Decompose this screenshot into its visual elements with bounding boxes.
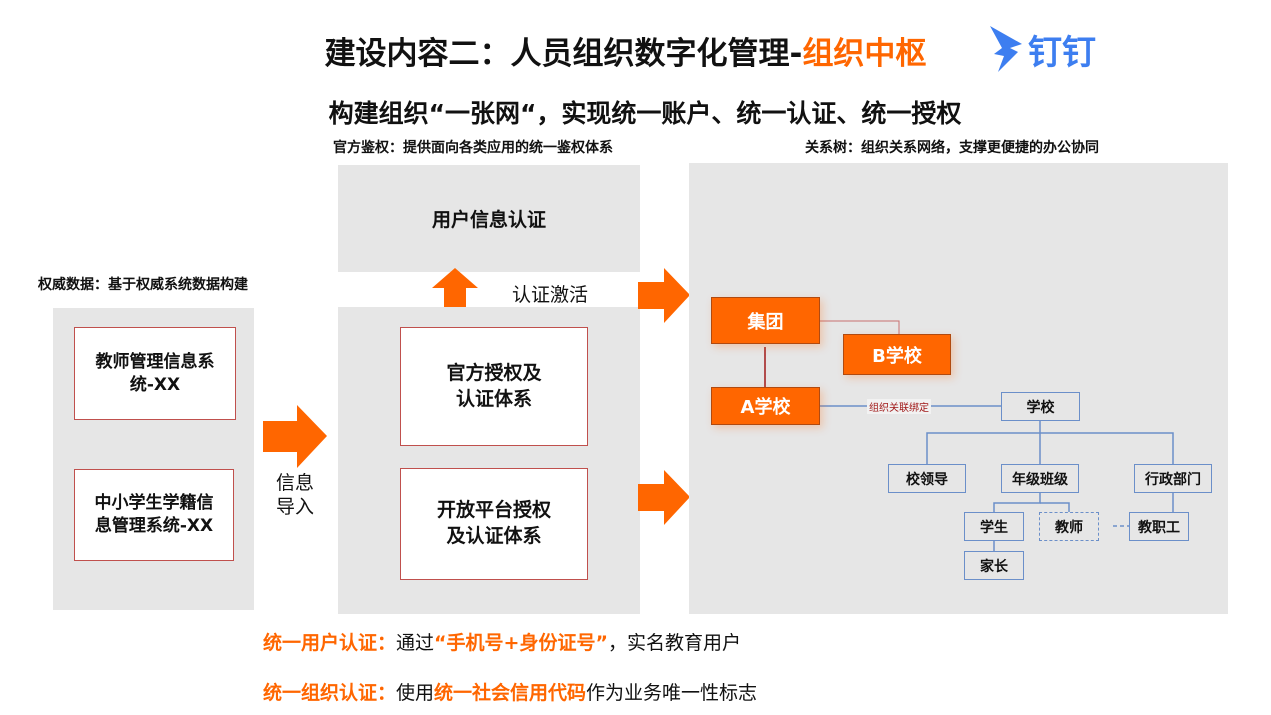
node-admin-dept[interactable]: 行政部门 bbox=[1134, 464, 1212, 493]
node-school-b[interactable]: B学校 bbox=[843, 334, 951, 375]
user-info-auth-box: 用户信息认证 bbox=[338, 165, 640, 272]
line1-pre: 通过 bbox=[396, 632, 435, 654]
binding-label: 组织关联绑定 bbox=[867, 399, 931, 414]
line1-post: ，实名教育用户 bbox=[607, 632, 741, 654]
student-system-box: 中小学生学籍信 息管理系统-XX bbox=[74, 469, 234, 561]
title-highlight: 组织中枢 bbox=[802, 36, 927, 72]
dingtalk-logo: 钉钉 bbox=[988, 24, 1096, 74]
activate-label: 认证激活 bbox=[512, 284, 589, 306]
unified-org-auth-line: 统一组织认证：使用统一社会信用代码作为业务唯一性标志 bbox=[263, 678, 757, 705]
node-teacher[interactable]: 教师 bbox=[1039, 512, 1099, 541]
arrow-up-icon bbox=[432, 268, 478, 308]
unified-user-auth-line: 统一用户认证：通过“手机号+身份证号”，实名教育用户 bbox=[263, 628, 741, 655]
line2-highlight: 统一社会信用代码 bbox=[434, 682, 587, 704]
line2-pre: 使用 bbox=[396, 682, 435, 704]
node-school-a[interactable]: A学校 bbox=[711, 387, 820, 425]
subtitle: 构建组织“一张网“，实现统一账户、统一认证、统一授权 bbox=[328, 99, 962, 128]
node-leaders[interactable]: 校领导 bbox=[888, 464, 966, 493]
logo-text: 钉钉 bbox=[1028, 32, 1096, 73]
node-staff[interactable]: 教职工 bbox=[1129, 512, 1189, 541]
page-title: 建设内容二：人员组织数字化管理-组织中枢 bbox=[0, 28, 1271, 73]
line2-label: 统一组织认证： bbox=[263, 682, 397, 704]
official-auth-box: 官方授权及 认证体系 bbox=[400, 327, 588, 446]
arrow-right-icon bbox=[263, 405, 327, 468]
title-main: 建设内容二：人员组织数字化管理- bbox=[324, 36, 803, 72]
left-label: 权威数据：基于权威系统数据构建 bbox=[38, 277, 248, 293]
node-parent[interactable]: 家长 bbox=[964, 551, 1024, 580]
right-label: 关系树：组织关系网络，支撑更便捷的办公协同 bbox=[805, 140, 1099, 156]
middle-label: 官方鉴权：提供面向各类应用的统一鉴权体系 bbox=[333, 140, 613, 156]
node-grade-class[interactable]: 年级班级 bbox=[1001, 464, 1079, 493]
arrow-right-icon bbox=[638, 470, 690, 525]
node-student[interactable]: 学生 bbox=[964, 512, 1024, 541]
dingtalk-wing-icon bbox=[990, 26, 1022, 72]
node-school[interactable]: 学校 bbox=[1001, 392, 1080, 421]
line1-label: 统一用户认证： bbox=[263, 632, 397, 654]
node-group[interactable]: 集团 bbox=[711, 297, 820, 344]
line2-post: 作为业务唯一性标志 bbox=[586, 682, 758, 704]
open-platform-auth-box: 开放平台授权 及认证体系 bbox=[400, 468, 588, 580]
teacher-system-box: 教师管理信息系 统-XX bbox=[74, 327, 236, 420]
import-label: 信息 导入 bbox=[276, 472, 315, 518]
line1-highlight: “手机号+身份证号” bbox=[434, 632, 608, 654]
arrow-right-icon bbox=[638, 268, 690, 323]
